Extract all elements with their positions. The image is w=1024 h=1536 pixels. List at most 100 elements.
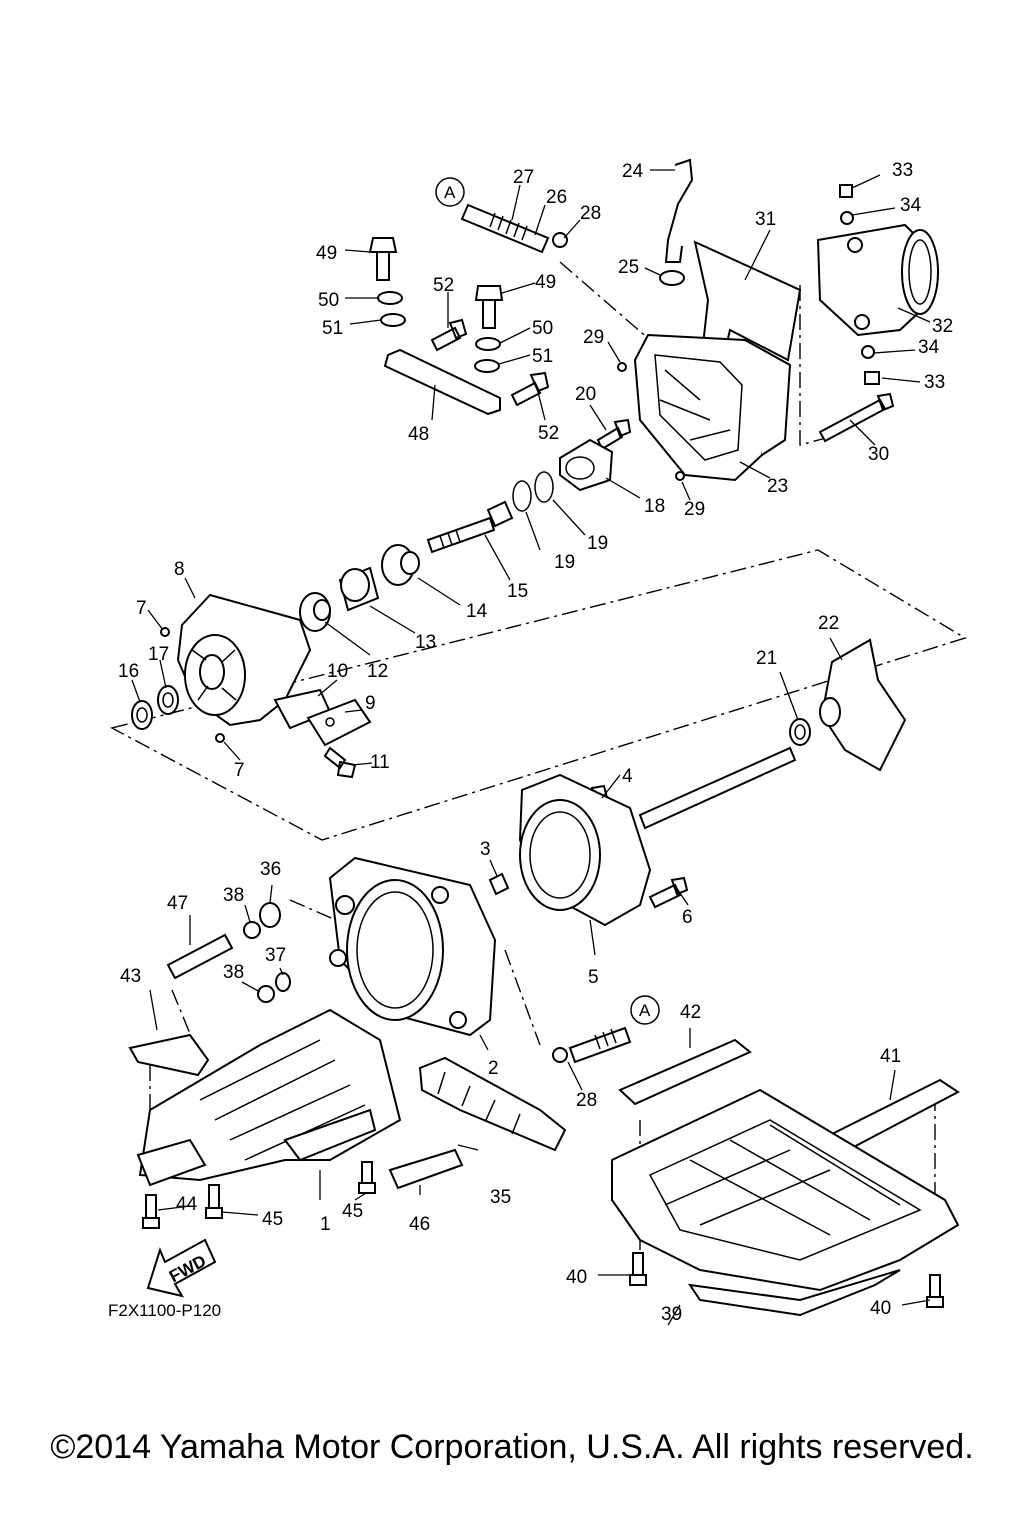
upper-section-outline [110,549,967,841]
bolt-44 [142,1194,160,1229]
callout-25: 25 [618,257,639,278]
callout-45-b: 45 [342,1201,363,1222]
callout-10: 10 [327,661,348,682]
callout-52: 52 [433,275,454,296]
clip-28-top [552,232,568,248]
callout-28: 28 [580,203,601,224]
grate-shoe-rear [283,1108,377,1162]
callout-19-b: 19 [554,552,575,573]
steering-rod-lower [568,1026,632,1064]
ride-plate-39 [611,1088,960,1317]
callout-51-b: 51 [532,346,553,367]
bolt-11 [323,746,357,779]
callout-49-b: 49 [535,272,556,293]
washer-50-right [475,337,501,351]
bolt-40-right [926,1274,944,1308]
reference-mark-bottom-label: A [639,1001,651,1020]
nozzle-shaft-27 [460,203,550,254]
callout-13: 13 [415,632,436,653]
callout-27: 27 [513,167,534,188]
hose-24 [664,158,694,263]
callout-5: 5 [588,967,599,988]
callout-7-b: 7 [234,760,245,781]
pin-7-bottom [215,733,225,743]
bolt-45-center [358,1161,376,1194]
callout-1: 1 [320,1214,331,1235]
long-shaft [638,746,797,830]
callout-41: 41 [880,1046,901,1067]
callout-34: 34 [900,195,922,216]
callout-24: 24 [622,161,644,182]
callout-33: 33 [892,160,913,181]
pin-29-top [617,362,627,372]
callout-12: 12 [367,661,388,682]
callout-23: 23 [767,476,788,497]
callout-7: 7 [136,598,147,619]
bracket-48 [383,348,501,416]
nut-38-bottom [257,985,275,1003]
callout-43: 43 [120,966,141,987]
callout-31: 31 [755,209,776,230]
callout-47: 47 [167,893,188,914]
fwd-arrow-icon: FWD [146,1238,217,1298]
callout-19: 19 [587,533,608,554]
callout-6: 6 [682,907,693,928]
copyright-notice: ©2014 Yamaha Motor Corporation, U.S.A. A… [50,1428,974,1466]
bolt-52-bottom [510,371,550,407]
seal-17 [157,685,179,715]
grate-shoe-front [136,1138,207,1187]
callout-48: 48 [408,424,429,445]
callout-42: 42 [680,1002,701,1023]
callout-37: 37 [265,945,286,966]
callout-49: 49 [316,243,337,264]
ride-plate-housing-2 [328,856,497,1037]
bracket-46 [388,1148,464,1190]
jet-nozzle-32 [816,223,939,337]
bearing-14 [381,544,420,586]
collar-21 [789,718,811,746]
callout-18: 18 [644,496,665,517]
callout-20: 20 [575,384,596,405]
callout-21: 21 [756,648,777,669]
intake-duct-35 [418,1056,567,1152]
bracket-43 [128,1033,210,1077]
reference-mark-bottom: A [630,995,660,1025]
callout-11: 11 [370,752,390,773]
bolt-49-left [368,237,398,281]
callout-50-b: 50 [532,318,553,339]
callout-8: 8 [174,559,185,580]
callout-40-b: 40 [870,1298,891,1319]
washer-51-right [474,359,500,373]
sleeve-13 [338,566,380,612]
callout-51: 51 [322,318,343,339]
pin-3 [488,872,510,896]
o-ring-19-b [534,471,554,503]
callout-36: 36 [260,859,281,880]
leader-lines [131,169,931,1326]
callout-45: 45 [262,1209,283,1230]
bearing-12 [299,592,331,632]
washer-51-left [380,313,406,327]
callout-2: 2 [488,1058,499,1079]
callout-34-b: 34 [918,337,940,358]
o-ring-19-a [512,480,532,512]
impeller-22 [819,638,907,772]
callout-52-b: 52 [538,423,559,444]
bracket-47 [166,933,234,980]
callout-46: 46 [409,1214,430,1235]
callout-38: 38 [223,885,244,906]
callout-35: 35 [490,1187,511,1208]
callout-17: 17 [148,644,169,665]
pump-housing-23 [633,333,792,482]
housing-5 [518,773,652,927]
callout-29: 29 [583,327,604,348]
bolt-45-left [205,1184,223,1219]
bolt-52-top [430,318,468,352]
reference-mark-top-label: A [444,183,456,202]
impeller-housing-8 [176,593,312,727]
nut-38-top [243,921,261,939]
bolt-40-left [629,1252,647,1286]
bolt-49-right [474,285,504,329]
rail-41 [828,1078,960,1152]
